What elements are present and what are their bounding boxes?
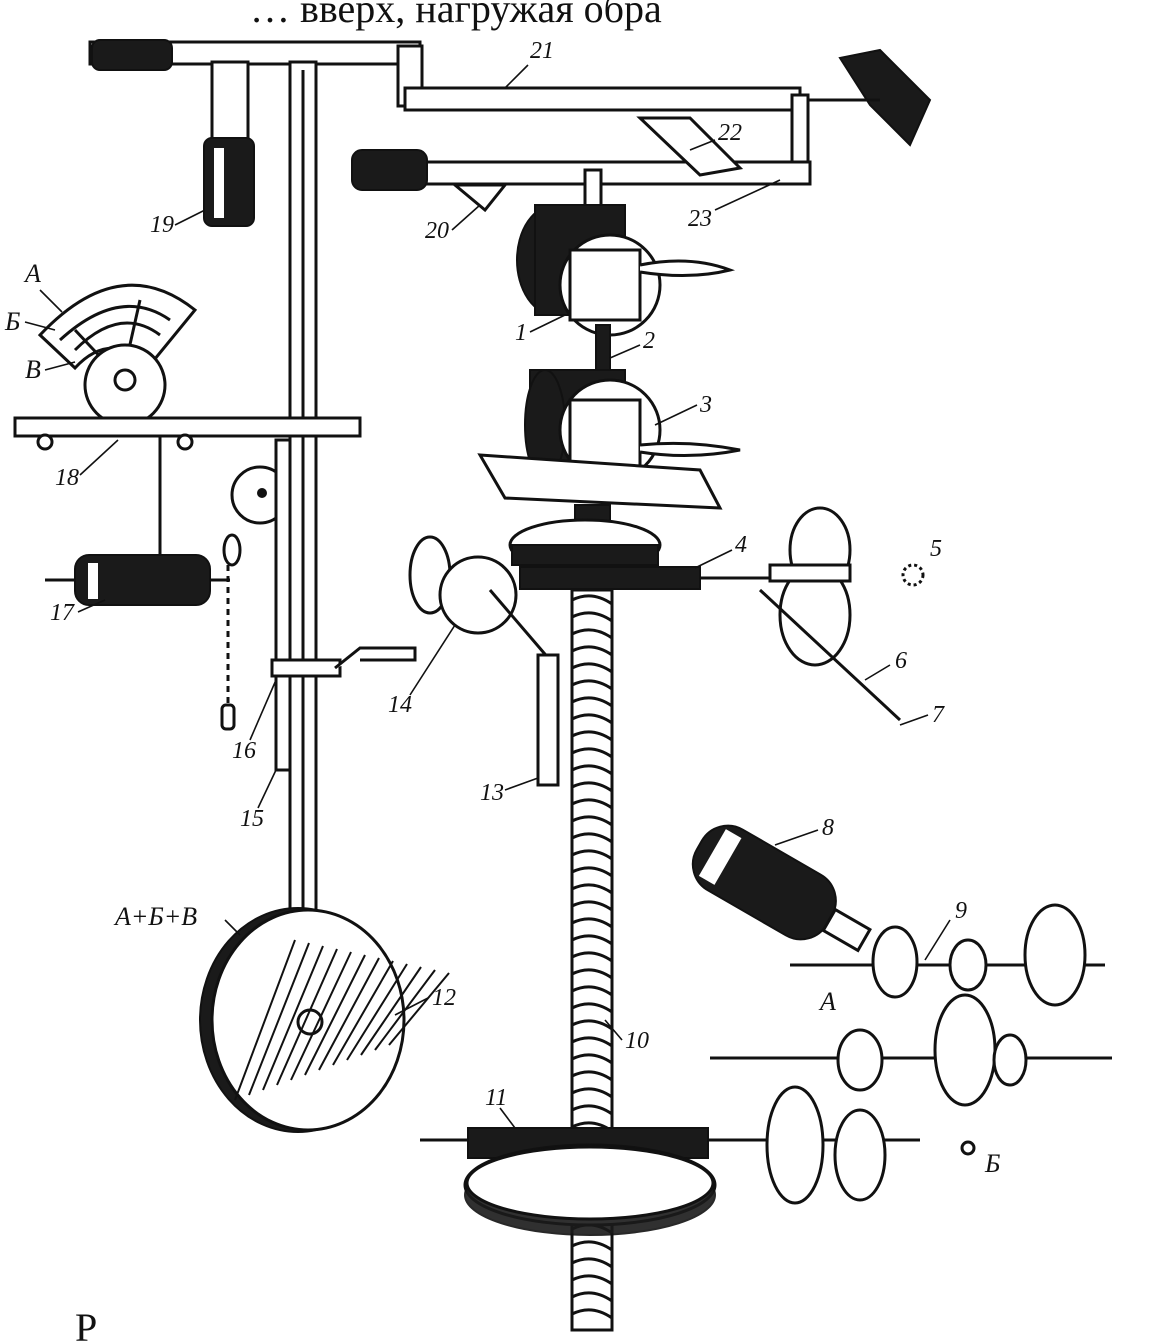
handwheel-14 [408, 535, 560, 787]
label-18: 18 [55, 465, 79, 491]
caption-fragment: Р [75, 1305, 97, 1341]
label-3: 3 [699, 392, 712, 418]
label-10: 10 [625, 1028, 649, 1054]
top-counterweight [91, 39, 173, 71]
label-22: 22 [718, 120, 742, 146]
label-21: 21 [530, 38, 554, 64]
label-scale-a: А [23, 259, 41, 288]
lever-21 [403, 48, 932, 182]
label-gear-b: Б [984, 1149, 1000, 1178]
worm-wheel-4 [508, 518, 790, 590]
knife-20 [450, 183, 509, 213]
upper-grip-1 [516, 204, 736, 337]
label-2: 2 [643, 328, 655, 354]
label-gear-a: А [818, 987, 836, 1016]
label-1: 1 [515, 320, 527, 346]
label-9: 9 [955, 898, 967, 924]
label-20: 20 [425, 218, 449, 244]
label-13: 13 [480, 780, 504, 806]
label-4: 4 [735, 532, 747, 558]
support-plate [477, 453, 723, 510]
label-7: 7 [932, 702, 945, 728]
gear-11 [420, 1085, 920, 1236]
labels: 1 2 3 4 5 6 7 8 9 10 11 12 13 14 15 16 1… [4, 38, 1000, 1341]
label-8: 8 [822, 815, 834, 841]
damper-19 [203, 60, 255, 227]
lever-23 [351, 116, 812, 222]
gear-train-9 [710, 903, 1112, 1107]
label-6: 6 [895, 648, 907, 674]
label-11: 11 [485, 1085, 507, 1111]
knife-22 [636, 116, 744, 177]
recorder-drum-17 [45, 533, 242, 731]
load-scale [37, 283, 198, 427]
rack-18 [13, 416, 362, 565]
pendulum-weight-12 [199, 907, 450, 1133]
label-23: 23 [688, 206, 712, 232]
header-text: … вверх, нагружая обра [250, 0, 662, 31]
extensometer [758, 506, 925, 722]
label-19: 19 [150, 212, 174, 238]
label-16: 16 [232, 738, 256, 764]
label-weight-sum: А+Б+В [113, 902, 197, 931]
crank-13 [536, 653, 560, 787]
label-14: 14 [388, 692, 412, 718]
label-5: 5 [930, 536, 942, 562]
motor-8 [691, 824, 872, 953]
label-17: 17 [50, 600, 75, 626]
label-15: 15 [240, 806, 264, 832]
label-scale-v: В [25, 355, 41, 384]
rack-15 [230, 438, 417, 772]
label-scale-b: Б [4, 307, 20, 336]
label-12: 12 [432, 985, 456, 1011]
